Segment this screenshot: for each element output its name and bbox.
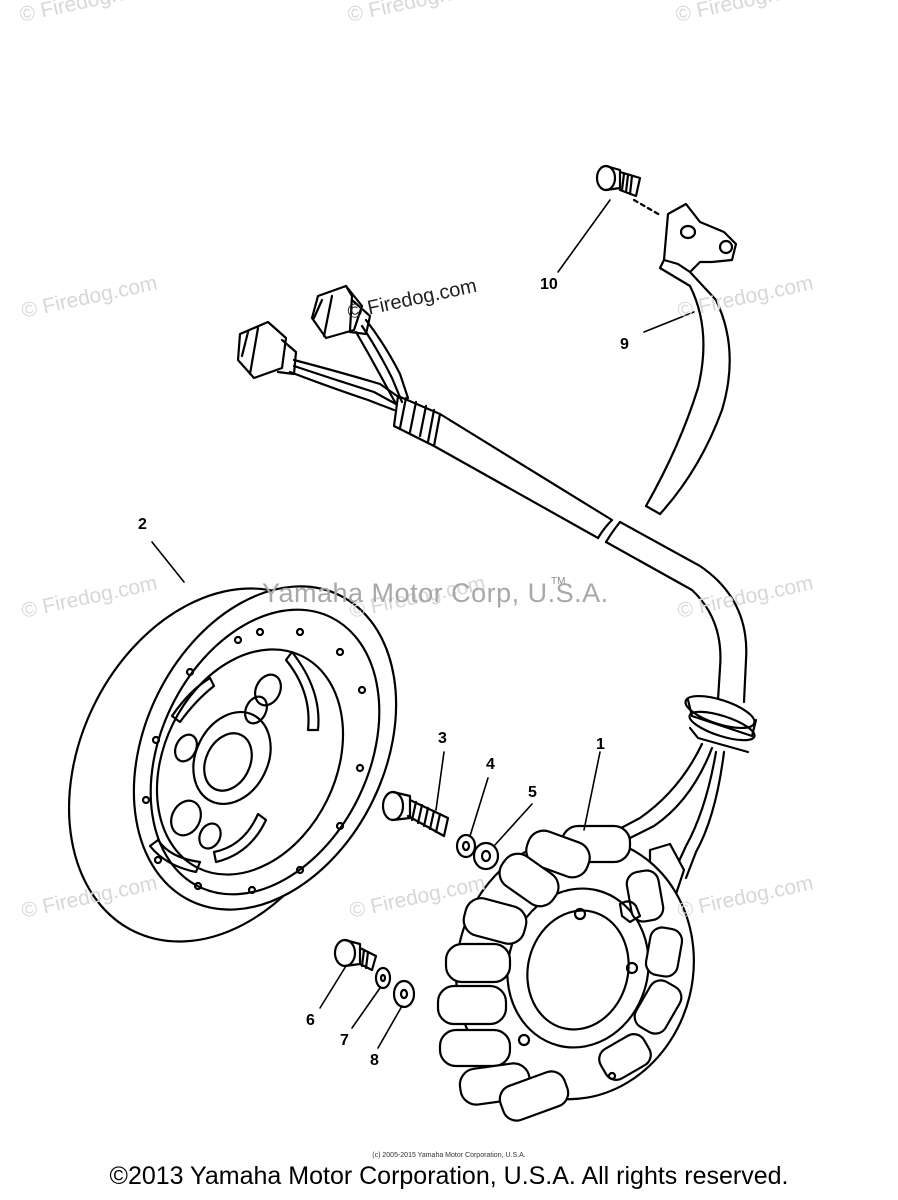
washer-7 — [374, 966, 392, 990]
leader-bolt-bracket — [632, 198, 662, 217]
bolt-3 — [381, 790, 450, 838]
callout-10: 10 — [540, 276, 558, 293]
bracket-9 — [644, 202, 738, 516]
bolt-10 — [595, 164, 642, 198]
stator-1 — [436, 824, 695, 1122]
callout-5: 5 — [528, 784, 537, 801]
callout-4: 4 — [486, 756, 495, 773]
leader-lines — [151, 199, 695, 1049]
small-copyright: (c) 2005-2015 Yamaha Motor Corporation, … — [372, 1152, 526, 1159]
callout-1: 1 — [596, 736, 605, 753]
callout-9: 9 — [620, 336, 629, 353]
trademark-mark: TM — [551, 576, 566, 587]
callout-8: 8 — [370, 1052, 379, 1069]
wire-harness — [236, 284, 758, 898]
washer-5 — [472, 841, 500, 871]
bolt-6 — [333, 938, 378, 972]
washer-8 — [392, 979, 416, 1009]
rotor-2 — [67, 585, 398, 943]
watermark-center: Yamaha Motor Corp, U.S.A. — [262, 578, 609, 608]
callout-3: 3 — [438, 730, 447, 747]
callout-6: 6 — [306, 1012, 315, 1029]
washer-4 — [455, 833, 477, 859]
callout-7: 7 — [340, 1032, 349, 1049]
copyright-notice: ©2013 Yamaha Motor Corporation, U.S.A. A… — [109, 1162, 789, 1190]
callout-2: 2 — [138, 516, 147, 533]
